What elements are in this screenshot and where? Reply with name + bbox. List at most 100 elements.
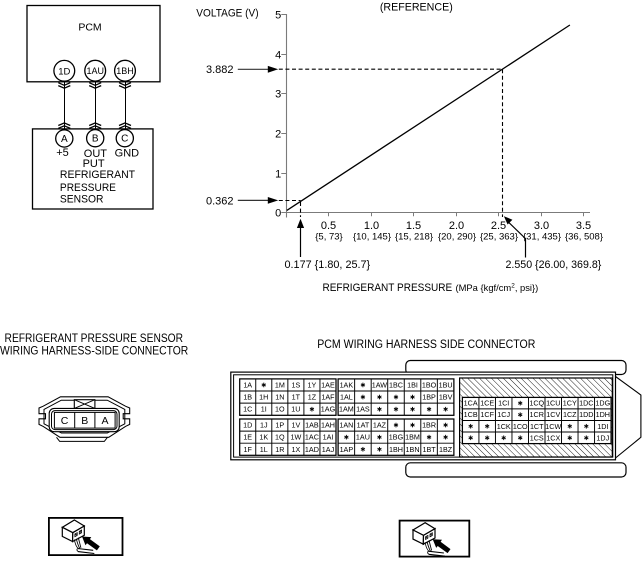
svg-text:1AM: 1AM <box>339 405 354 414</box>
svg-text:WIRING HARNESS-SIDE CONNECTOR: WIRING HARNESS-SIDE CONNECTOR <box>0 345 188 357</box>
svg-text:1BZ: 1BZ <box>439 445 453 454</box>
svg-text:1B: 1B <box>243 393 252 402</box>
svg-text:1Q: 1Q <box>275 433 285 442</box>
svg-text:5: 5 <box>275 9 281 21</box>
svg-text:3.882: 3.882 <box>206 64 234 76</box>
svg-text:1H: 1H <box>259 393 268 402</box>
svg-text:1C: 1C <box>243 405 252 414</box>
svg-text:C: C <box>121 134 128 145</box>
svg-text:1N: 1N <box>275 393 284 402</box>
svg-text:1DJ: 1DJ <box>596 433 609 442</box>
svg-text:PCM: PCM <box>78 22 101 34</box>
svg-text:1AU: 1AU <box>86 66 104 76</box>
svg-text:1AF: 1AF <box>321 393 335 402</box>
svg-text:1AK: 1AK <box>340 380 354 389</box>
svg-text:1O: 1O <box>275 405 285 414</box>
svg-text:1BN: 1BN <box>406 445 420 454</box>
svg-text:1D: 1D <box>58 66 70 77</box>
svg-text:1AG: 1AG <box>321 405 336 414</box>
svg-text:1BC: 1BC <box>389 380 403 389</box>
svg-text:PUT: PUT <box>83 158 105 170</box>
svg-text:1DH: 1DH <box>596 410 610 419</box>
svg-text:+5: +5 <box>56 147 69 159</box>
svg-text:1AC: 1AC <box>305 433 319 442</box>
svg-text:1CS: 1CS <box>530 433 544 442</box>
svg-text:REFRIGERANT PRESSURE: REFRIGERANT PRESSURE <box>323 282 453 294</box>
svg-text:1CW: 1CW <box>545 422 561 431</box>
svg-text:1F: 1F <box>244 445 253 454</box>
svg-text:1U: 1U <box>291 405 300 414</box>
svg-text:1DG: 1DG <box>595 399 610 408</box>
svg-text:{36, 508}: {36, 508} <box>565 232 603 243</box>
svg-text:1BP: 1BP <box>422 393 436 402</box>
svg-text:1CQ: 1CQ <box>529 399 544 408</box>
svg-text:0.177 {1.80, 25.7}: 0.177 {1.80, 25.7} <box>285 259 371 271</box>
svg-text:1BH: 1BH <box>389 445 403 454</box>
svg-text:1AT: 1AT <box>357 421 370 430</box>
svg-text:1AB: 1AB <box>305 421 319 430</box>
svg-text:PCM WIRING HARNESS SIDE CONNEC: PCM WIRING HARNESS SIDE CONNECTOR <box>317 339 535 351</box>
svg-text:3.5: 3.5 <box>576 220 591 232</box>
svg-text:(REFERENCE): (REFERENCE) <box>380 1 453 13</box>
svg-text:1Y: 1Y <box>308 380 317 389</box>
svg-text:VOLTAGE (V): VOLTAGE (V) <box>196 8 258 20</box>
svg-text:C: C <box>61 415 69 427</box>
svg-text:1CT: 1CT <box>530 422 544 431</box>
svg-text:1S: 1S <box>291 380 300 389</box>
svg-text:1AN: 1AN <box>339 421 353 430</box>
svg-text:1CK: 1CK <box>497 422 511 431</box>
svg-text:1CA: 1CA <box>464 399 478 408</box>
svg-text:1X: 1X <box>291 445 300 454</box>
svg-text:1CF: 1CF <box>480 410 494 419</box>
svg-text:GND: GND <box>115 147 140 159</box>
svg-text:1AI: 1AI <box>323 433 334 442</box>
svg-text:{5, 73}: {5, 73} <box>315 232 342 243</box>
svg-text:1R: 1R <box>275 445 284 454</box>
svg-text:(MPa {kgf/cm2, psi}): (MPa {kgf/cm2, psi}) <box>456 282 539 293</box>
svg-text:2: 2 <box>275 128 281 140</box>
svg-text:1D: 1D <box>243 421 252 430</box>
svg-text:1AP: 1AP <box>340 445 354 454</box>
svg-text:REFRIGERANT PRESSURE SENSOR: REFRIGERANT PRESSURE SENSOR <box>5 333 184 345</box>
svg-text:1: 1 <box>275 168 281 180</box>
svg-text:4: 4 <box>275 49 281 61</box>
svg-text:1.0: 1.0 <box>364 220 379 232</box>
svg-text:1I: 1I <box>261 405 267 414</box>
svg-text:1CV: 1CV <box>546 410 560 419</box>
svg-text:1AW: 1AW <box>372 380 388 389</box>
svg-text:1CY: 1CY <box>563 399 577 408</box>
svg-text:1.5: 1.5 <box>406 220 421 232</box>
svg-text:1A: 1A <box>243 380 252 389</box>
svg-text:1BG: 1BG <box>389 433 404 442</box>
svg-text:1DD: 1DD <box>579 410 593 419</box>
svg-text:1DI: 1DI <box>597 422 608 431</box>
svg-text:B: B <box>92 134 99 145</box>
svg-text:1K: 1K <box>259 433 268 442</box>
svg-text:0.362: 0.362 <box>206 195 234 207</box>
svg-text:1AJ: 1AJ <box>322 445 335 454</box>
svg-text:1AU: 1AU <box>356 433 370 442</box>
svg-text:1T: 1T <box>292 393 301 402</box>
svg-text:1AS: 1AS <box>356 405 370 414</box>
svg-text:0: 0 <box>275 207 281 219</box>
svg-text:OUT: OUT <box>84 148 108 160</box>
svg-text:PRESSURE: PRESSURE <box>60 182 116 194</box>
svg-text:1BU: 1BU <box>439 380 453 389</box>
svg-text:1CE: 1CE <box>480 399 494 408</box>
svg-text:3.0: 3.0 <box>534 220 549 232</box>
svg-text:1AD: 1AD <box>305 445 319 454</box>
svg-text:1J: 1J <box>260 421 268 430</box>
svg-text:1AE: 1AE <box>321 380 335 389</box>
svg-text:2.0: 2.0 <box>449 220 464 232</box>
svg-text:1AZ: 1AZ <box>373 421 387 430</box>
svg-text:1BH: 1BH <box>116 66 134 76</box>
svg-text:1Z: 1Z <box>308 393 317 402</box>
svg-text:2.5: 2.5 <box>491 220 506 232</box>
svg-text:1BI: 1BI <box>407 380 418 389</box>
svg-text:A: A <box>61 134 68 145</box>
svg-text:1BO: 1BO <box>422 380 437 389</box>
svg-text:1CR: 1CR <box>530 410 544 419</box>
svg-text:{10, 145}: {10, 145} <box>353 232 391 243</box>
svg-text:1W: 1W <box>290 433 301 442</box>
svg-text:{20, 290}: {20, 290} <box>438 232 476 243</box>
